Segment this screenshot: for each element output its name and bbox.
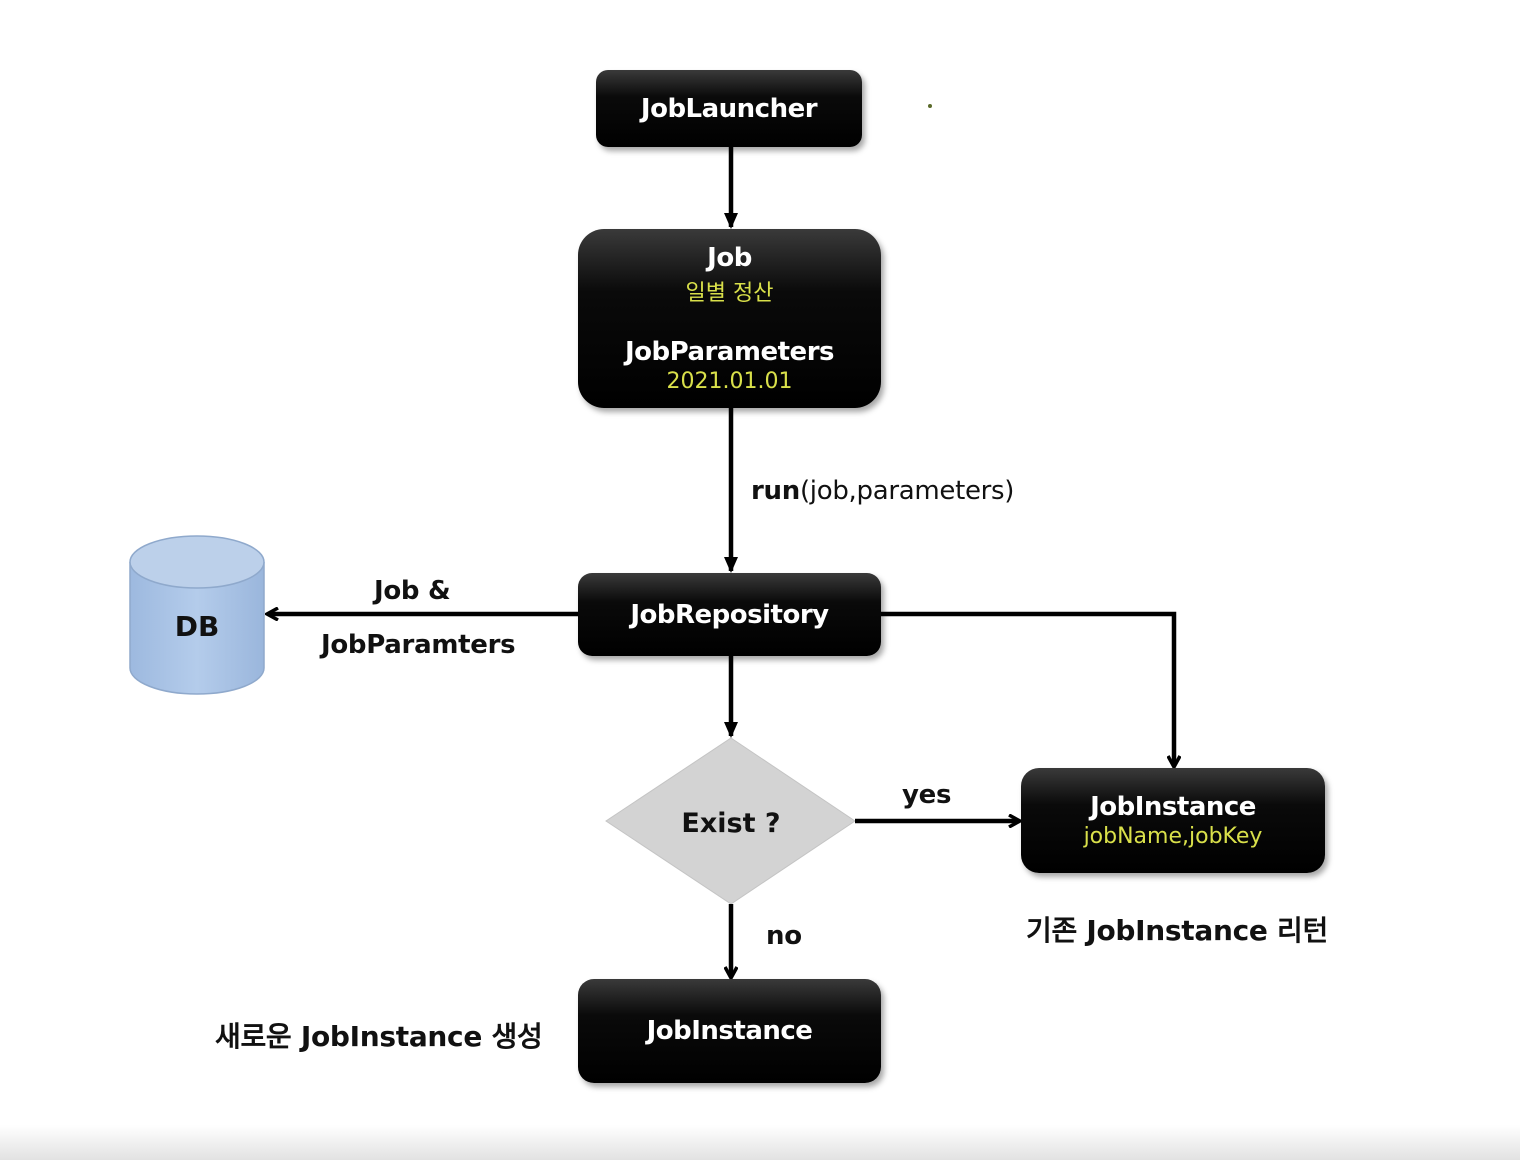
new-job-instance-title: JobInstance [646, 1016, 813, 1046]
run-edge-label: run(job,parameters) [751, 476, 1014, 506]
run-args: (job,parameters) [799, 476, 1015, 506]
job-parameters-value: 2021.01.01 [666, 369, 793, 394]
existing-job-instance-title: JobInstance [1090, 792, 1256, 822]
no-label: no [766, 921, 802, 951]
job-launcher-node: JobLauncher [596, 70, 862, 147]
job-node: Job 일별 정산 JobParameters 2021.01.01 [578, 229, 881, 408]
existing-return-annotation: 기존 JobInstance 리턴 [1026, 914, 1328, 947]
job-repository-node: JobRepository [578, 573, 881, 656]
existing-job-instance-keys: jobName,jobKey [1083, 824, 1263, 849]
yes-label: yes [902, 780, 952, 810]
edge-repository-to-existing-instance [881, 611, 1174, 766]
job-parameters-title: JobParameters [624, 337, 835, 367]
bottom-fade [0, 1125, 1520, 1160]
job-name: 일별 정산 [685, 281, 774, 306]
stray-dot [928, 104, 932, 108]
decision-label: Exist ? [681, 808, 781, 839]
db-edge-label-line1: Job & [374, 576, 451, 606]
db-edge-label-line2: JobParamters [321, 630, 516, 660]
db-label: DB [174, 610, 220, 643]
new-job-instance-node: JobInstance [578, 979, 881, 1083]
job-title: Job [707, 243, 752, 273]
job-repository-title: JobRepository [630, 599, 829, 630]
run-method: run [751, 476, 800, 506]
new-create-annotation: 새로운 JobInstance 생성 [215, 1020, 543, 1053]
existing-job-instance-node: JobInstance jobName,jobKey [1021, 768, 1325, 873]
job-launcher-title: JobLauncher [640, 93, 818, 124]
database-icon [129, 535, 265, 695]
